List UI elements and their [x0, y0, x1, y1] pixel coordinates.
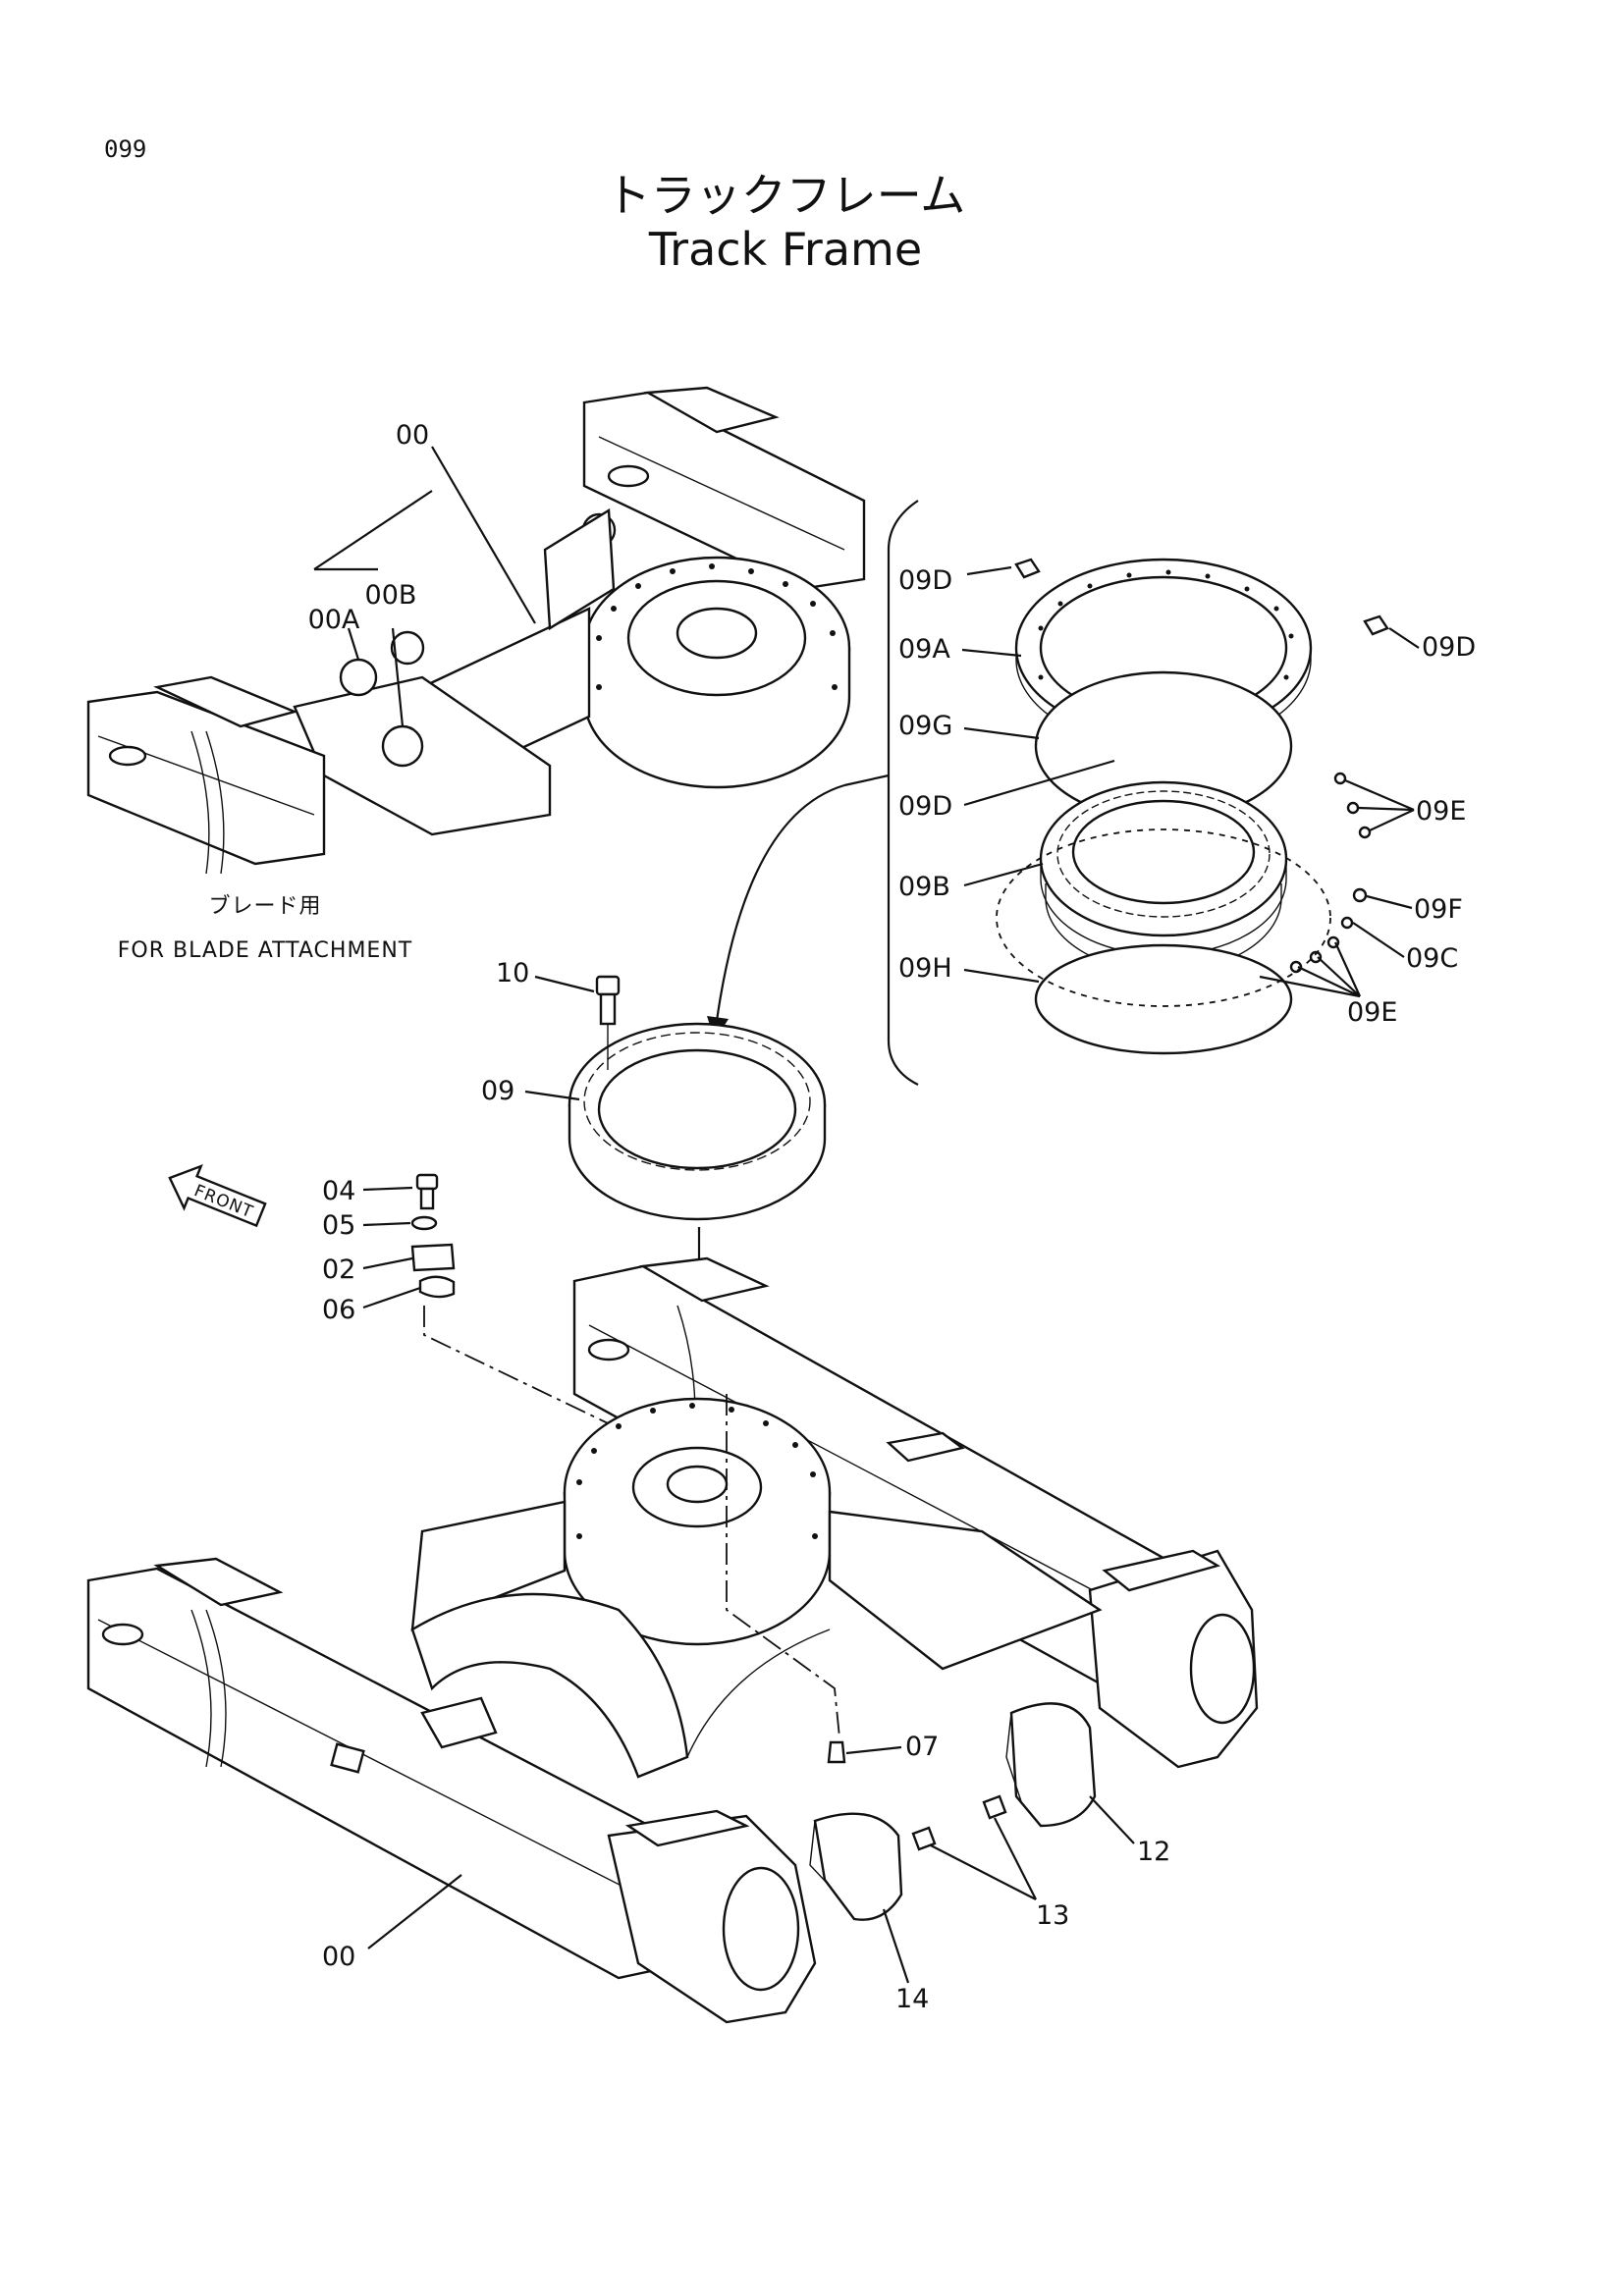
callout-09d-top-right: 09D	[1422, 632, 1476, 663]
callout-09h: 09H	[898, 953, 952, 984]
blade-note-japanese: ブレード用	[208, 894, 321, 919]
part-09-swing-bearing	[568, 1022, 827, 1221]
part-10-bolt	[595, 975, 621, 1026]
callout-12: 12	[1137, 1837, 1170, 1867]
part-12-cover	[1005, 1702, 1097, 1828]
hardware-stack	[410, 1173, 456, 1299]
callout-09d-top-left: 09D	[898, 565, 952, 596]
callout-09g: 09G	[898, 711, 952, 741]
detail-bracket	[887, 500, 919, 1086]
callout-09e-upper: 09E	[1416, 796, 1466, 827]
callout-09b: 09B	[898, 872, 950, 902]
callout-10: 10	[496, 958, 529, 988]
part-09h-seal	[1034, 943, 1293, 1055]
callout-09e-lower: 09E	[1347, 997, 1397, 1028]
callout-09c: 09C	[1406, 943, 1458, 974]
part-07-fitting	[827, 1740, 846, 1764]
callout-09d-mid: 09D	[898, 791, 952, 822]
callout-13: 13	[1036, 1900, 1069, 1931]
callout-14: 14	[895, 1984, 929, 2014]
part-14-cover	[809, 1812, 903, 1921]
callout-09f: 09F	[1414, 894, 1463, 925]
grease-nipple-09d-left	[1014, 558, 1041, 579]
detail-arrow	[715, 783, 845, 1022]
callout-00-bottom: 00	[322, 1942, 355, 1972]
callout-00-top: 00	[396, 420, 429, 451]
callout-09a: 09A	[898, 634, 950, 665]
part-13-bolt-left	[911, 1826, 937, 1851]
callout-00b: 00B	[365, 580, 417, 611]
callout-04: 04	[322, 1176, 355, 1206]
callout-07: 07	[905, 1732, 939, 1762]
page-number: 099	[104, 135, 146, 163]
blade-note-english: FOR BLADE ATTACHMENT	[118, 938, 412, 963]
part-13-bolt-right	[982, 1794, 1007, 1820]
leader-00-top	[431, 446, 536, 624]
title-japanese: トラックフレーム	[606, 169, 966, 222]
callout-09: 09	[481, 1076, 514, 1106]
callout-06: 06	[322, 1295, 355, 1325]
grease-nipple-09d-right	[1363, 614, 1389, 636]
leader-00-split	[313, 490, 433, 570]
title-english: Track Frame	[648, 223, 922, 276]
callout-05: 05	[322, 1210, 355, 1241]
part-00-track-frame	[86, 1256, 1259, 2024]
track-frame-blade-version	[86, 386, 866, 875]
front-direction-indicator: FRONT	[168, 1163, 267, 1228]
callout-02: 02	[322, 1255, 355, 1285]
part-09b-inner-race	[1039, 780, 1288, 973]
callout-00a: 00A	[308, 605, 360, 635]
